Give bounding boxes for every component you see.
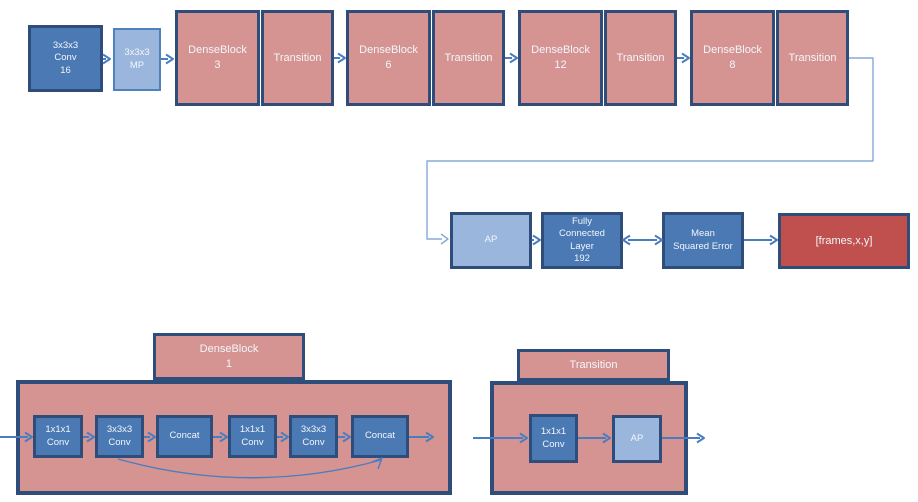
mse-box: Mean Squared Error [662, 212, 744, 269]
transition-2-label: Transition [444, 51, 493, 64]
output-box: [frames,x,y] [778, 213, 910, 269]
denseblock-6-label: DenseBlock 6 [359, 44, 418, 71]
db-concat-a-label: Concat [169, 430, 200, 442]
transition-2-box: Transition [432, 10, 505, 106]
tr-conv1x1x1-box: 1x1x1 Conv [529, 414, 578, 463]
denseblock-8-label: DenseBlock 8 [703, 44, 762, 71]
arrow-conv-to-mp [102, 53, 111, 65]
transition-1-label: Transition [273, 51, 322, 64]
arrow-fc-mse-bidirectional [622, 234, 663, 246]
fully-connected-label: Fully Connected Layer 192 [559, 215, 605, 264]
db-conv3x3x3-a-box: 3x3x3 Conv [95, 415, 144, 458]
transition-1-box: Transition [261, 10, 334, 106]
avgpool-box: AP [450, 212, 532, 269]
db-conv1x1x1-a-box: 1x1x1 Conv [33, 415, 83, 458]
denseblock-12-label: DenseBlock 12 [531, 44, 590, 71]
arrow-mp-to-stage1 [161, 53, 174, 65]
input-conv-label: 3x3x3 Conv 16 [52, 39, 79, 76]
denseblock-detail-header: DenseBlock 1 [153, 333, 305, 380]
transition-detail-title: Transition [569, 358, 618, 371]
tr-avgpool-label: AP [630, 432, 644, 444]
maxpool-label: 3x3x3 MP [124, 47, 150, 71]
tr-avgpool-box: AP [612, 415, 662, 463]
db-concat-a-box: Concat [156, 415, 213, 458]
db-conv1x1x1-b-label: 1x1x1 Conv [239, 424, 266, 448]
denseblock-3-box: DenseBlock 3 [175, 10, 260, 106]
db-conv3x3x3-b-box: 3x3x3 Conv [289, 415, 338, 458]
db-conv1x1x1-a-label: 1x1x1 Conv [45, 424, 71, 448]
denseblock-3-label: DenseBlock 3 [188, 44, 247, 71]
mse-label: Mean Squared Error [673, 228, 733, 252]
db-conv3x3x3-b-label: 3x3x3 Conv [300, 424, 327, 448]
arrowhead-into-ap [440, 233, 449, 245]
maxpool-box: 3x3x3 MP [113, 28, 161, 91]
transition-detail-header: Transition [517, 349, 670, 381]
arrow-stage2-to-stage3 [505, 52, 518, 64]
fully-connected-box: Fully Connected Layer 192 [541, 212, 623, 269]
db-conv1x1x1-b-box: 1x1x1 Conv [228, 415, 277, 458]
arrow-ap-to-fc [532, 234, 541, 246]
transition-3-label: Transition [616, 51, 665, 64]
db-conv3x3x3-a-label: 3x3x3 Conv [106, 424, 133, 448]
tr-conv1x1x1-label: 1x1x1 Conv [540, 426, 567, 450]
arrow-stage3-to-stage4 [677, 52, 690, 64]
db-concat-b-label: Concat [364, 430, 396, 442]
input-conv-box: 3x3x3 Conv 16 [28, 25, 103, 92]
output-label: [frames,x,y] [815, 234, 873, 247]
transition-3-box: Transition [604, 10, 677, 106]
arrow-mse-to-output [744, 234, 778, 246]
transition-4-label: Transition [788, 51, 837, 64]
arrow-stage1-to-stage2 [334, 52, 346, 64]
transition-4-box: Transition [776, 10, 849, 106]
avgpool-label: AP [484, 234, 498, 246]
denseblock-8-box: DenseBlock 8 [690, 10, 775, 106]
denseblock-12-box: DenseBlock 12 [518, 10, 603, 106]
denseblock-detail-title: DenseBlock 1 [199, 342, 259, 370]
db-concat-b-box: Concat [351, 415, 409, 458]
denseblock-6-box: DenseBlock 6 [346, 10, 431, 106]
